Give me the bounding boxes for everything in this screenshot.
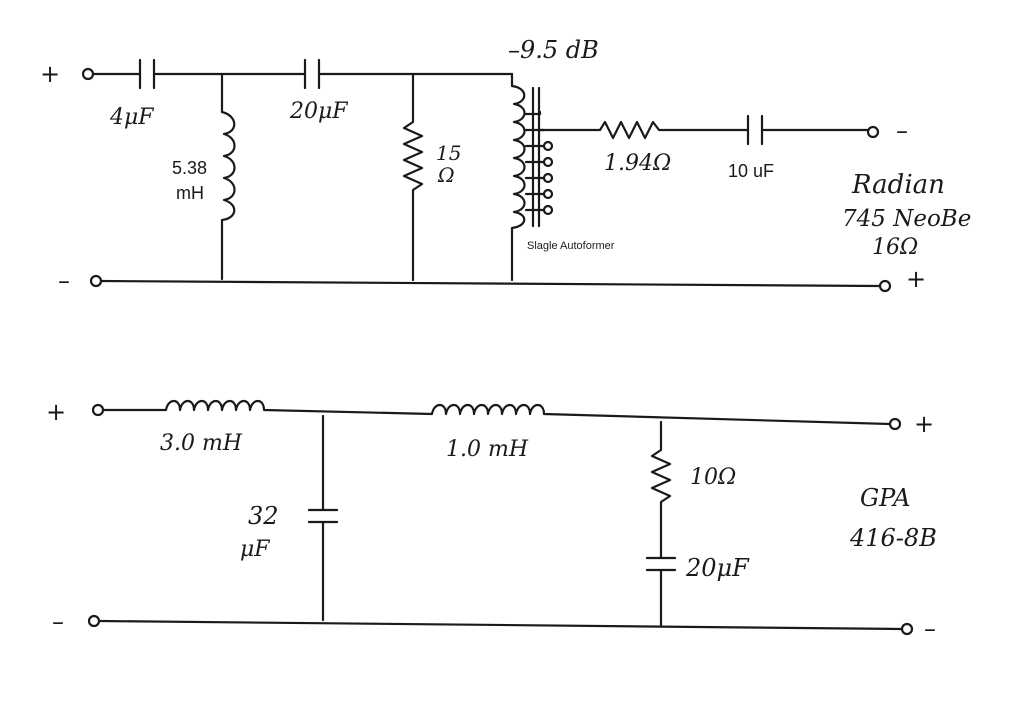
top-shunt-resistor — [402, 72, 424, 282]
top-driver-impedance: 16Ω — [872, 235, 918, 260]
bottom-input-minus-terminal — [87, 614, 101, 628]
top-r1-unit: Ω — [437, 163, 455, 187]
bottom-output-plus-sign: + — [914, 410, 934, 438]
top-c1-label: 4μF — [109, 105, 154, 130]
top-driver-model: 745 NeoBe — [842, 206, 971, 232]
bottom-driver-model: 416-8B — [849, 524, 937, 552]
bottom-circuit: + – 3.0 mH 1.0 mH 32 μF 10Ω 20μF + – GPA… — [46, 398, 937, 643]
bottom-output-plus-terminal — [888, 417, 902, 431]
top-r1-value: 15 — [436, 141, 461, 165]
bottom-input-plus-terminal — [91, 403, 105, 417]
bottom-input-plus-sign: + — [46, 398, 66, 426]
bottom-output-minus-sign: – — [924, 615, 936, 643]
top-r2-label: 1.94Ω — [604, 151, 671, 176]
autoformer-taps — [524, 110, 546, 212]
top-capacitor-c1 — [138, 58, 156, 90]
top-c2-label: 20μF — [289, 99, 348, 124]
bottom-r1-label: 10Ω — [690, 465, 736, 490]
bottom-c1-unit: μF — [240, 537, 270, 562]
top-input-minus-sign: – — [58, 267, 70, 295]
bottom-c1-value: 32 — [248, 502, 279, 530]
top-output-plus-sign: + — [906, 265, 926, 293]
autoformer-label: Slagle Autoformer — [527, 240, 615, 252]
autoformer-core — [531, 86, 541, 228]
top-driver-name: Radian — [851, 170, 945, 200]
top-input-plus-sign: + — [40, 60, 60, 88]
top-series-output-path — [538, 120, 870, 140]
bottom-c2-label: 20μF — [685, 554, 750, 582]
top-c3-label: 10 uF — [728, 161, 774, 181]
bottom-output-minus-terminal — [900, 622, 914, 636]
bottom-zobel-network — [645, 420, 677, 627]
top-output-minus-sign: – — [896, 117, 908, 145]
autoformer-coil — [510, 72, 526, 282]
top-capacitor-c3 — [746, 114, 764, 146]
bottom-l2-label: 1.0 mH — [446, 437, 529, 462]
bottom-driver-brand: GPA — [860, 484, 910, 512]
top-output-minus-terminal — [866, 125, 880, 139]
bottom-l1-label: 3.0 mH — [160, 431, 243, 456]
top-l1-unit: mH — [176, 183, 204, 203]
top-shunt-inductor — [220, 72, 236, 281]
tap-attenuation-label: –9.5 dB — [508, 36, 599, 64]
bottom-upper-rail-with-inductors — [101, 399, 892, 426]
top-l1-value: 5.38 — [172, 158, 207, 178]
bottom-input-minus-sign: – — [52, 608, 64, 636]
top-output-plus-terminal — [878, 279, 892, 293]
top-input-plus-terminal — [81, 67, 95, 81]
bottom-lower-rail — [97, 619, 904, 631]
bottom-shunt-capacitor — [307, 414, 339, 622]
top-lower-rail — [99, 279, 882, 288]
autoformer-tap-circles — [542, 140, 554, 216]
top-capacitor-c2 — [303, 58, 321, 90]
top-circuit: + – 4μF 20μF 5.38 mH 15 Ω –9.5 dB S — [40, 36, 971, 295]
top-input-minus-terminal — [89, 274, 103, 288]
